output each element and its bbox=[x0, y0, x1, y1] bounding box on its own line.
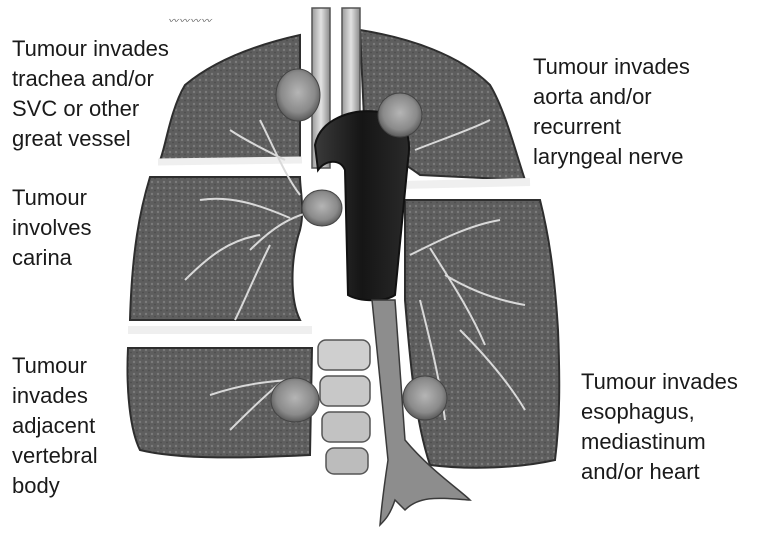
label-esophagus-mediastinum: Tumour invades esophagus, mediastinum an… bbox=[581, 367, 738, 487]
label-vertebral-body: Tumour invades adjacent vertebral body bbox=[12, 351, 98, 501]
vertebral-column bbox=[318, 340, 370, 474]
tumour-aorta bbox=[378, 93, 422, 137]
artist-signature: 〰︎〰︎〰︎〰︎ bbox=[168, 12, 212, 27]
label-trachea-svc: Tumour invades trachea and/or SVC or oth… bbox=[12, 34, 169, 154]
tumour-carina bbox=[302, 190, 342, 226]
tumour-esophagus bbox=[403, 376, 447, 420]
label-carina: Tumour involves carina bbox=[12, 183, 91, 273]
tumour-trachea bbox=[276, 69, 320, 121]
label-aorta-nerve: Tumour invades aorta and/or recurrent la… bbox=[533, 52, 690, 172]
tumour-vertebral bbox=[271, 378, 319, 422]
